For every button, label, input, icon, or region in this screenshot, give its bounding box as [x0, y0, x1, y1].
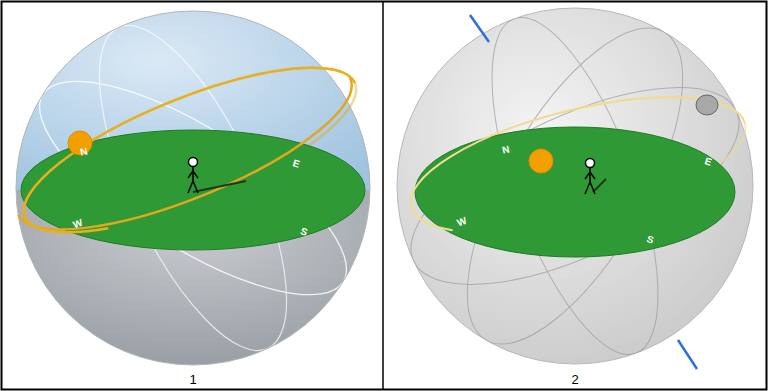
observer	[188, 158, 198, 194]
sphere-outline	[16, 11, 370, 365]
shadow	[193, 181, 246, 192]
ecliptic-back	[398, 70, 758, 260]
axis	[470, 15, 489, 42]
panel-number: 1	[189, 373, 196, 386]
sphere-2-circles	[384, 0, 766, 375]
ecliptic-front	[398, 70, 758, 260]
horizon-plane	[415, 127, 735, 257]
sun	[529, 149, 553, 173]
sphere-2	[397, 8, 753, 364]
sun-path-back	[5, 35, 374, 265]
sun-path-front	[5, 35, 374, 265]
panel-number: 2	[571, 373, 578, 386]
sphere-1	[10, 1, 380, 380]
observer	[585, 159, 595, 195]
sun-path	[18, 78, 352, 230]
shadow	[593, 179, 606, 192]
moon	[696, 95, 718, 115]
divider	[382, 2, 384, 390]
axis	[678, 340, 697, 369]
